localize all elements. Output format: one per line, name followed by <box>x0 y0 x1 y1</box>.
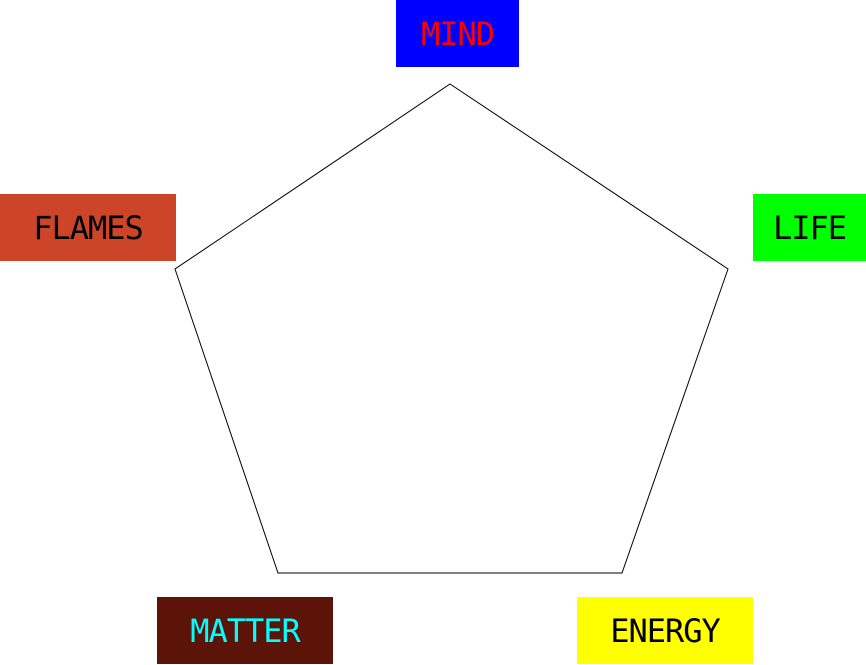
node-life: LIFE <box>753 194 866 261</box>
pentagon-outline <box>174 83 729 574</box>
node-flames: FLAMES <box>0 194 176 261</box>
node-matter: MATTER <box>157 597 333 664</box>
node-energy: ENERGY <box>577 597 753 664</box>
node-mind: MIND <box>396 0 519 67</box>
